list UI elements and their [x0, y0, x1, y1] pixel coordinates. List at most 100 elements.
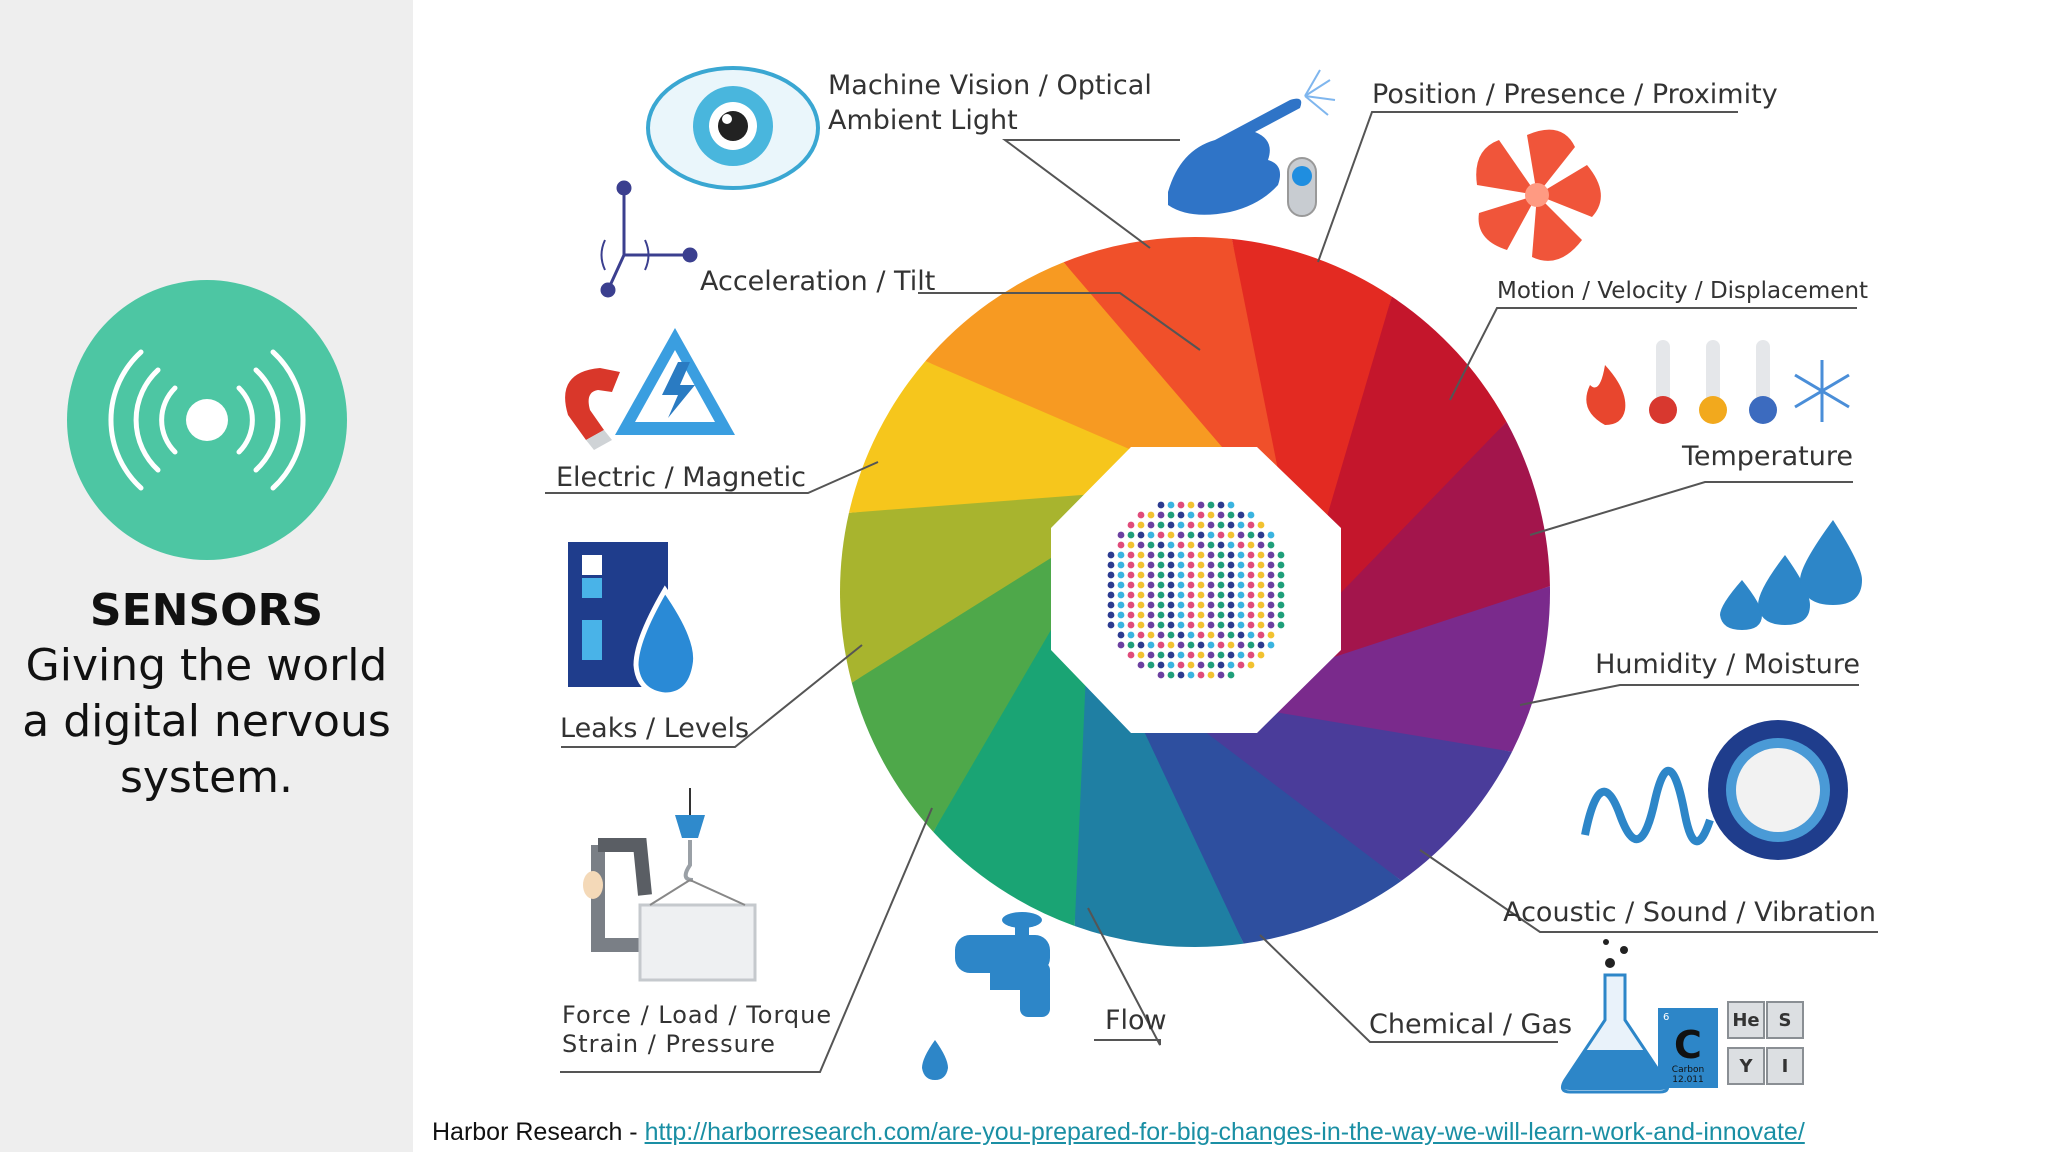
- sphere-dot: [1247, 641, 1255, 649]
- sphere-dot: [1147, 611, 1155, 619]
- sphere-dot: [1247, 561, 1255, 569]
- sphere-dot: [1147, 561, 1155, 569]
- sphere-dot: [1167, 661, 1175, 669]
- sphere-dot: [1187, 531, 1195, 539]
- sphere-dot: [1277, 551, 1285, 559]
- sphere-dot: [1237, 571, 1245, 579]
- sphere-dot: [1257, 631, 1265, 639]
- sphere-dot: [1117, 581, 1125, 589]
- sphere-dot: [1217, 591, 1225, 599]
- sphere-dot: [1147, 661, 1155, 669]
- sphere-dot: [1117, 611, 1125, 619]
- sphere-dot: [1207, 571, 1215, 579]
- chemical-flask-icon: [1560, 939, 1670, 1094]
- temperature-icons: [1586, 340, 1850, 425]
- sphere-dot: [1187, 601, 1195, 609]
- sphere-dot: [1187, 591, 1195, 599]
- sphere-dot: [1257, 591, 1265, 599]
- sphere-dot: [1227, 581, 1235, 589]
- sphere-dot: [1277, 581, 1285, 589]
- sphere-dot: [1187, 561, 1195, 569]
- sphere-dot: [1137, 611, 1145, 619]
- sphere-dot: [1177, 611, 1185, 619]
- sphere-dot: [1257, 571, 1265, 579]
- sphere-dot: [1127, 571, 1135, 579]
- sphere-dot: [1227, 661, 1235, 669]
- sphere-dot: [1167, 641, 1175, 649]
- sphere-dot: [1197, 671, 1205, 679]
- sphere-dot: [1197, 541, 1205, 549]
- sphere-dot: [1187, 521, 1195, 529]
- sphere-dot: [1227, 621, 1235, 629]
- sphere-dot: [1137, 661, 1145, 669]
- sphere-dot: [1207, 511, 1215, 519]
- sphere-dot: [1247, 571, 1255, 579]
- sphere-dot: [1167, 501, 1175, 509]
- sphere-dot: [1197, 521, 1205, 529]
- sensor-types-diagram: Machine Vision / Optical Ambient Light P…: [545, 66, 1878, 1094]
- sphere-dot: [1127, 521, 1135, 529]
- sphere-dot: [1197, 581, 1205, 589]
- center-dot-sphere: [1107, 501, 1285, 679]
- sphere-dot: [1157, 661, 1165, 669]
- sphere-dot: [1137, 561, 1145, 569]
- sphere-dot: [1147, 631, 1155, 639]
- sphere-dot: [1177, 641, 1185, 649]
- sphere-dot: [1127, 611, 1135, 619]
- sphere-dot: [1157, 651, 1165, 659]
- sphere-dot: [1127, 591, 1135, 599]
- sphere-dot: [1187, 511, 1195, 519]
- carbon-name: Carbon: [1672, 1065, 1704, 1075]
- sphere-dot: [1207, 531, 1215, 539]
- sphere-dot: [1257, 651, 1265, 659]
- sphere-dot: [1137, 571, 1145, 579]
- clamp-hook-icon: [583, 788, 757, 982]
- sphere-dot: [1157, 511, 1165, 519]
- sphere-dot: [1247, 581, 1255, 589]
- sphere-dot: [1257, 551, 1265, 559]
- citation-link[interactable]: http://harborresearch.com/are-you-prepar…: [644, 1118, 1805, 1146]
- sphere-dot: [1127, 641, 1135, 649]
- sphere-dot: [1187, 611, 1195, 619]
- tile-y: Y: [1738, 1056, 1753, 1077]
- sphere-dot: [1137, 551, 1145, 559]
- sphere-dot: [1177, 531, 1185, 539]
- broadcast-signal-icon: [108, 349, 306, 491]
- sphere-dot: [1197, 601, 1205, 609]
- carbon-element-tile: 6 C Carbon 12.011: [1658, 1008, 1718, 1088]
- sphere-dot: [1217, 571, 1225, 579]
- sphere-dot: [1117, 601, 1125, 609]
- sphere-dot: [1207, 521, 1215, 529]
- sphere-dot: [1167, 651, 1175, 659]
- sphere-dot: [1157, 571, 1165, 579]
- sphere-dot: [1227, 591, 1235, 599]
- sphere-dot: [1247, 511, 1255, 519]
- sphere-dot: [1207, 621, 1215, 629]
- sphere-dot: [1217, 581, 1225, 589]
- sphere-dot: [1217, 561, 1225, 569]
- sphere-dot: [1267, 571, 1275, 579]
- sphere-dot: [1187, 651, 1195, 659]
- sphere-dot: [1167, 581, 1175, 589]
- sphere-dot: [1177, 671, 1185, 679]
- sphere-dot: [1157, 671, 1165, 679]
- sphere-dot: [1127, 621, 1135, 629]
- sphere-dot: [1167, 541, 1175, 549]
- sphere-dot: [1177, 631, 1185, 639]
- sphere-dot: [1257, 581, 1265, 589]
- sphere-dot: [1257, 521, 1265, 529]
- sphere-dot: [1157, 561, 1165, 569]
- label-ambient-light: Ambient Light: [828, 105, 1018, 136]
- sphere-dot: [1197, 641, 1205, 649]
- sphere-dot: [1277, 591, 1285, 599]
- sphere-dot: [1277, 601, 1285, 609]
- sphere-dot: [1237, 561, 1245, 569]
- label-force: Force / Load / Torque: [562, 1001, 832, 1029]
- sphere-dot: [1177, 571, 1185, 579]
- sphere-dot: [1177, 601, 1185, 609]
- sphere-dot: [1217, 501, 1225, 509]
- sphere-dot: [1217, 621, 1225, 629]
- sphere-dot: [1167, 511, 1175, 519]
- sphere-dot: [1167, 571, 1175, 579]
- sphere-dot: [1267, 611, 1275, 619]
